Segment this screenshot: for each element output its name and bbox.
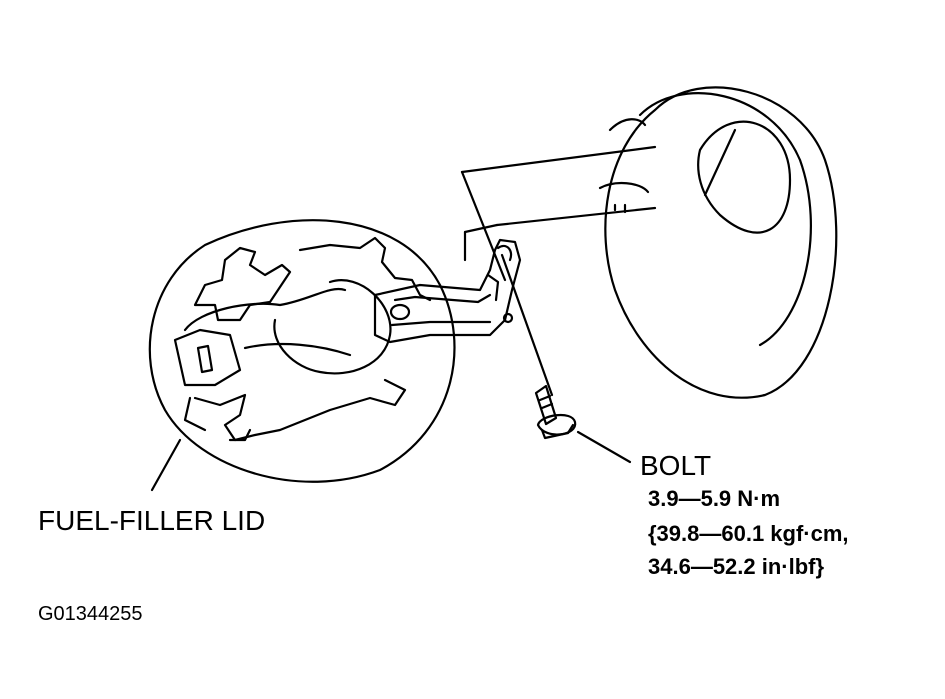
bolt-torque-nm: 3.9—5.9 N·m — [648, 486, 781, 511]
bolt-leader-line — [576, 430, 632, 464]
lid-leader-line — [150, 438, 182, 492]
hinge-arm — [373, 238, 522, 344]
fuel-filler-lid — [148, 219, 456, 483]
bolt — [500, 253, 577, 440]
bolt-torque-inlbf: 34.6—52.2 in·lbf} — [648, 554, 825, 579]
guide-lines — [460, 145, 657, 282]
bolt-label: BOLT — [640, 450, 712, 481]
filler-opening — [598, 86, 838, 399]
figure-id: G01344255 — [38, 603, 143, 625]
fuel-filler-lid-label: FUEL-FILLER LID — [38, 505, 266, 536]
bolt-torque-kgfcm: {39.8—60.1 kgf·cm, — [648, 521, 849, 546]
